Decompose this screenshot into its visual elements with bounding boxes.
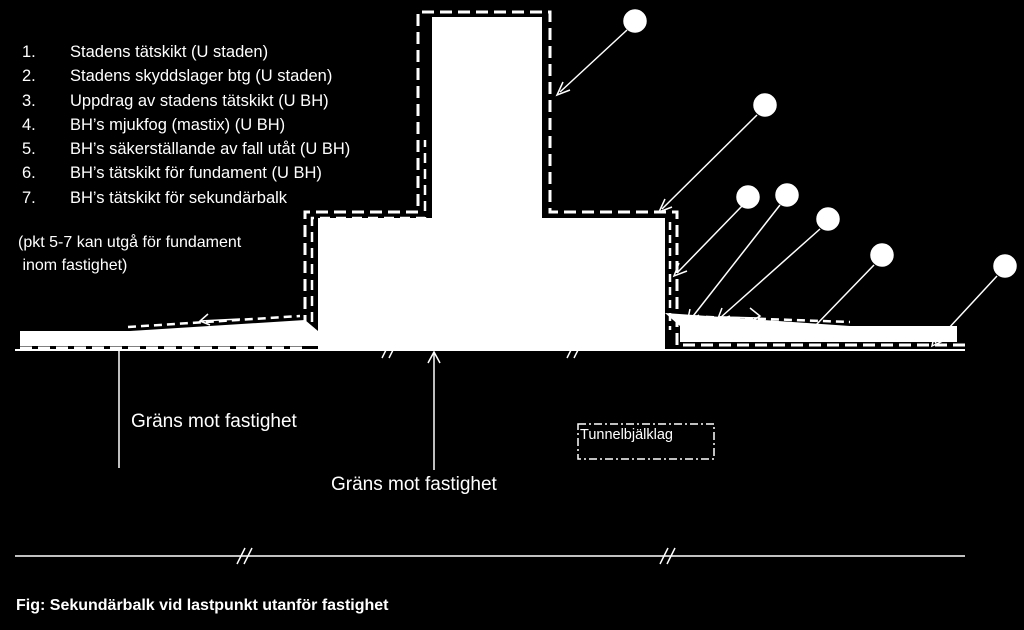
legend-list: 1.Stadens tätskikt (U staden) 2.Stadens … [22, 40, 350, 210]
legend-item: 3.Uppdrag av stadens tätskikt (U BH) [22, 91, 329, 110]
legend-item: 5.BH’s säkerställande av fall utåt (U BH… [22, 140, 351, 159]
left-slope-wedge [130, 320, 318, 331]
foundation-block [318, 218, 665, 350]
legend-item: 6.BH’s tätskikt för fundament (U BH) [22, 164, 322, 183]
boundary-arrow-center [427, 350, 441, 470]
right-slope-dashed [679, 314, 851, 324]
membrane-outline [20, 10, 965, 350]
boundary-label-left: Gräns mot fastighet [131, 411, 297, 432]
left-slope-dashed [127, 314, 301, 329]
break-marks-lower [236, 547, 676, 565]
legend-item: 1.Stadens tätskikt (U staden) [22, 43, 269, 61]
legend-item: 2.Stadens skyddslager btg (U staden) [22, 67, 333, 86]
fall-arrow-left [198, 313, 241, 326]
note-text: (pkt 5-7 kan utgå för fundament inom fas… [18, 234, 242, 274]
legend-item: 4.BH’s mjukfog (mastix) (U BH) [22, 115, 286, 134]
tunnel-label: Tunnelbjälklag [580, 427, 673, 443]
boundary-label-center: Gräns mot fastighet [331, 474, 497, 495]
tunnel-label-box [577, 423, 715, 460]
legend-item: 7.BH’s tätskikt för sekundärbalk [22, 188, 288, 207]
right-membrane-strip [680, 326, 957, 342]
membrane-outline-inner [310, 140, 427, 338]
figure-caption: Fig: Sekundärbalk vid lastpunkt utanför … [16, 597, 389, 614]
column [432, 17, 542, 219]
left-membrane-strip [20, 331, 318, 346]
callouts [555, 9, 1017, 348]
